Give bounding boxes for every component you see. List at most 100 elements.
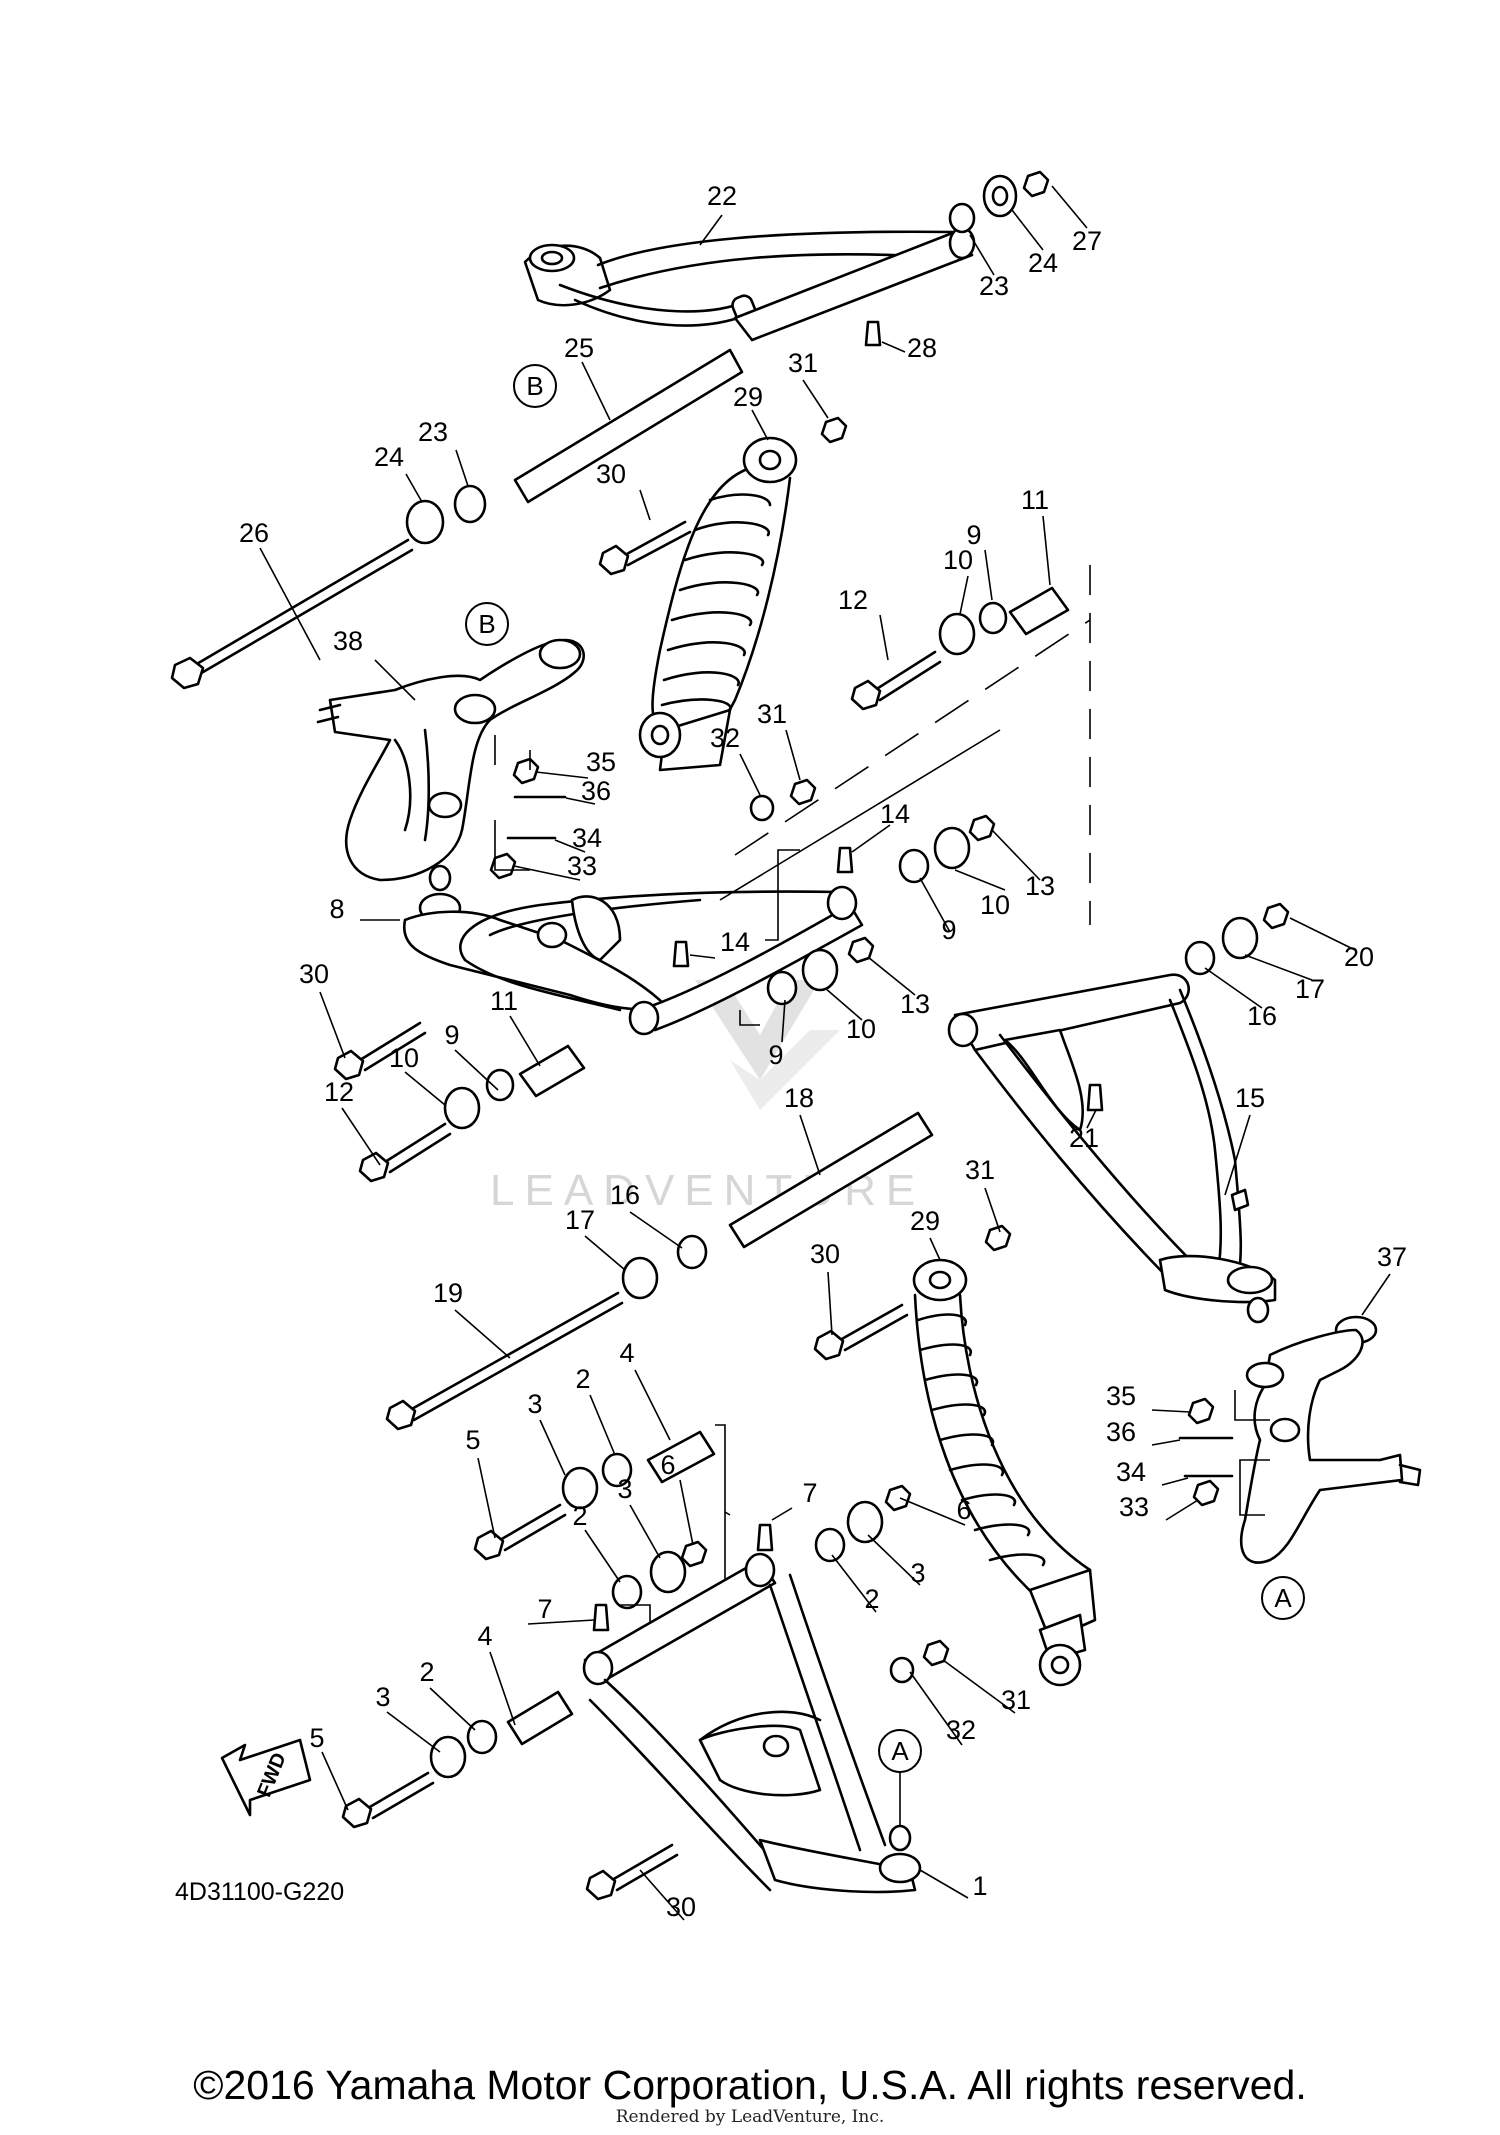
callout-10: 10 [389, 1043, 419, 1073]
bushing-23-left [453, 484, 487, 524]
callout-24: 24 [1028, 248, 1058, 278]
callout-28: 28 [907, 333, 937, 363]
washer-17-left [621, 1256, 659, 1300]
callout-4: 4 [619, 1338, 634, 1368]
nut-31-upper [820, 416, 848, 444]
grease-fitting-7-b [592, 1603, 610, 1632]
ref-circle-B [465, 602, 509, 646]
callout-15: 15 [1235, 1083, 1265, 1113]
washer-32-middle [749, 794, 775, 822]
washer-3-b [649, 1550, 687, 1594]
callout-23: 23 [979, 271, 1009, 301]
bushing-9-upper [978, 601, 1008, 635]
grease-fitting-21 [1086, 1083, 1104, 1112]
callout-13: 13 [900, 989, 930, 1019]
callout-9: 9 [768, 1040, 783, 1070]
callout-7: 7 [537, 1594, 552, 1624]
bushing-2-d [466, 1719, 498, 1755]
callout-21: 21 [1069, 1123, 1099, 1153]
callout-14: 14 [880, 799, 910, 829]
callout-20: 20 [1344, 942, 1374, 972]
callout-30: 30 [810, 1239, 840, 1269]
callout-3: 3 [375, 1682, 390, 1712]
ref-label-B: B [478, 609, 495, 639]
callout-31: 31 [757, 699, 787, 729]
ref-label-B: B [526, 371, 543, 401]
callout-31: 31 [965, 1155, 995, 1185]
callout-9: 9 [444, 1020, 459, 1050]
grease-fitting-14-lower [672, 940, 690, 968]
callout-36: 36 [1106, 1417, 1136, 1447]
callout-6: 6 [956, 1495, 971, 1525]
arm-15 [947, 973, 1277, 1324]
lower-arm-1 [582, 1552, 922, 1894]
ref-circle-A [1261, 1576, 1305, 1620]
callout-36: 36 [581, 776, 611, 806]
bolt-30-bottom-head [585, 1869, 617, 1901]
callout-26: 26 [239, 518, 269, 548]
washer-17-right [1221, 916, 1259, 960]
callout-4: 4 [477, 1621, 492, 1651]
bushing-2-c [814, 1527, 846, 1563]
nut-27 [1022, 170, 1050, 198]
callout-2: 2 [575, 1364, 590, 1394]
diagram-code: 4D31100-G220 [175, 1878, 344, 1906]
bolt-19 [408, 1291, 620, 1412]
callout-38: 38 [333, 626, 363, 656]
callout-37: 37 [1377, 1242, 1407, 1272]
bolt-5-upper-head [473, 1529, 505, 1561]
collar-4-upper [646, 1430, 716, 1484]
collar-11-lower [518, 1044, 586, 1098]
leader-lines [259, 185, 1391, 1921]
washer-10-left [443, 1086, 481, 1130]
callout-29: 29 [733, 382, 763, 412]
bushing-9-mid [898, 848, 930, 884]
washer-10-upper [938, 612, 976, 656]
callout-2: 2 [864, 1584, 879, 1614]
washer-24-left [405, 499, 445, 545]
callout-23: 23 [418, 417, 448, 447]
callout-31: 31 [788, 348, 818, 378]
bushing-16-left [676, 1234, 708, 1270]
bolt-5-lower [366, 1771, 435, 1820]
callout-34: 34 [572, 823, 602, 853]
bushing-2-b [611, 1574, 643, 1610]
callout-10: 10 [846, 1014, 876, 1044]
callout-12: 12 [324, 1077, 354, 1107]
bolt-5-lower-head [341, 1797, 373, 1829]
callout-17: 17 [565, 1205, 595, 1235]
knuckle-38 [316, 638, 585, 882]
callout-10: 10 [980, 890, 1010, 920]
bushing-2-a [601, 1452, 633, 1488]
bolt-30-lower [838, 1303, 909, 1352]
callout-30: 30 [596, 459, 626, 489]
washer-32-lower [889, 1656, 915, 1684]
copyright-text: ©2016 Yamaha Motor Corporation, U.S.A. A… [193, 2062, 1307, 2108]
collar-4-lower [506, 1690, 574, 1746]
callout-9: 9 [966, 520, 981, 550]
grease-fitting-28 [864, 320, 882, 347]
washer-3-a [561, 1466, 599, 1510]
bushing-23-top [948, 202, 976, 234]
bushing-9-left [485, 1068, 515, 1102]
upper-arm-22 [523, 226, 976, 342]
nut-35-lower [1187, 1397, 1215, 1425]
callout-30: 30 [299, 959, 329, 989]
callout-16: 16 [610, 1180, 640, 1210]
callout-17: 17 [1295, 974, 1325, 1004]
washer-3-c [846, 1500, 884, 1544]
callout-2: 2 [419, 1657, 434, 1687]
callout-3: 3 [910, 1558, 925, 1588]
bolt-30-upper [623, 520, 692, 567]
callout-29: 29 [910, 1206, 940, 1236]
washer-10-lower [801, 948, 839, 992]
callout-32: 32 [946, 1715, 976, 1745]
collar-25 [513, 348, 744, 504]
bolt-12-lower [383, 1122, 452, 1174]
callout-14: 14 [720, 927, 750, 957]
collar-11-upper [1008, 586, 1070, 636]
washer-24-top [982, 174, 1018, 218]
callout-5: 5 [309, 1723, 324, 1753]
